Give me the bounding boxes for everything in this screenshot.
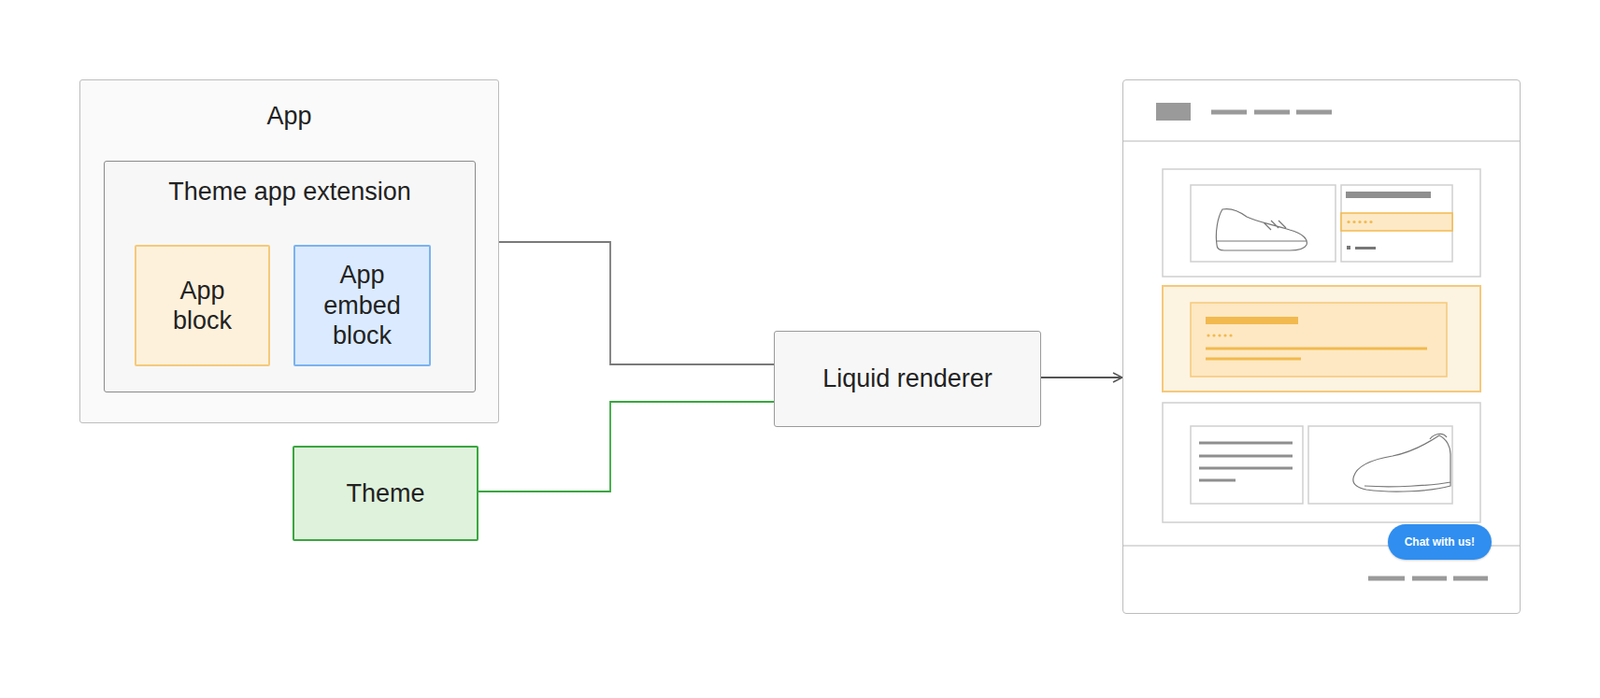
review-line (1205, 357, 1301, 361)
title-bar (1345, 191, 1431, 199)
extension-box: Theme app extensionApp block App embed bl… (103, 160, 476, 393)
render-arrow (1041, 376, 1123, 379)
app-embed-box: App embed block (293, 244, 431, 367)
storefront-frame: Chat with us! (1122, 79, 1521, 615)
review-title (1205, 316, 1299, 325)
sneaker-drawing (1215, 208, 1307, 251)
nav-dashes (1211, 110, 1332, 115)
renderer-box: Liquid renderer (773, 330, 1042, 428)
logo (1156, 102, 1191, 121)
node-label: App embed block (323, 259, 401, 351)
node-label: Theme app extension (104, 161, 475, 207)
qty-dot (1346, 245, 1351, 250)
product-card (1162, 402, 1481, 523)
theme-connector (478, 401, 774, 492)
text-box (1190, 426, 1303, 504)
review-line (1205, 347, 1428, 351)
app-box: AppTheme app extensionApp block App embed… (79, 79, 500, 424)
app-connector (499, 242, 774, 365)
node-label: App (80, 80, 499, 131)
chat-button: Chat with us! (1387, 524, 1492, 560)
rating-highlight (1341, 213, 1453, 231)
app-block-box: App block (134, 244, 271, 367)
product-card (1162, 169, 1481, 277)
node-label: Theme (345, 478, 425, 509)
image-box (1308, 426, 1453, 504)
info-box (1341, 185, 1453, 262)
text-lines (1199, 442, 1293, 481)
review-box (1190, 302, 1447, 377)
node-label: Liquid renderer (822, 363, 993, 394)
node-label: App block (172, 275, 232, 337)
stars (1206, 333, 1232, 337)
sneaker-drawing (1353, 433, 1451, 492)
qty-bar (1355, 246, 1376, 250)
theme-box: Theme (292, 445, 479, 542)
app-block-card (1162, 285, 1481, 392)
image-box (1190, 185, 1336, 262)
footer-dashes (1368, 576, 1488, 582)
stars (1346, 220, 1372, 224)
header-rule (1123, 140, 1520, 143)
